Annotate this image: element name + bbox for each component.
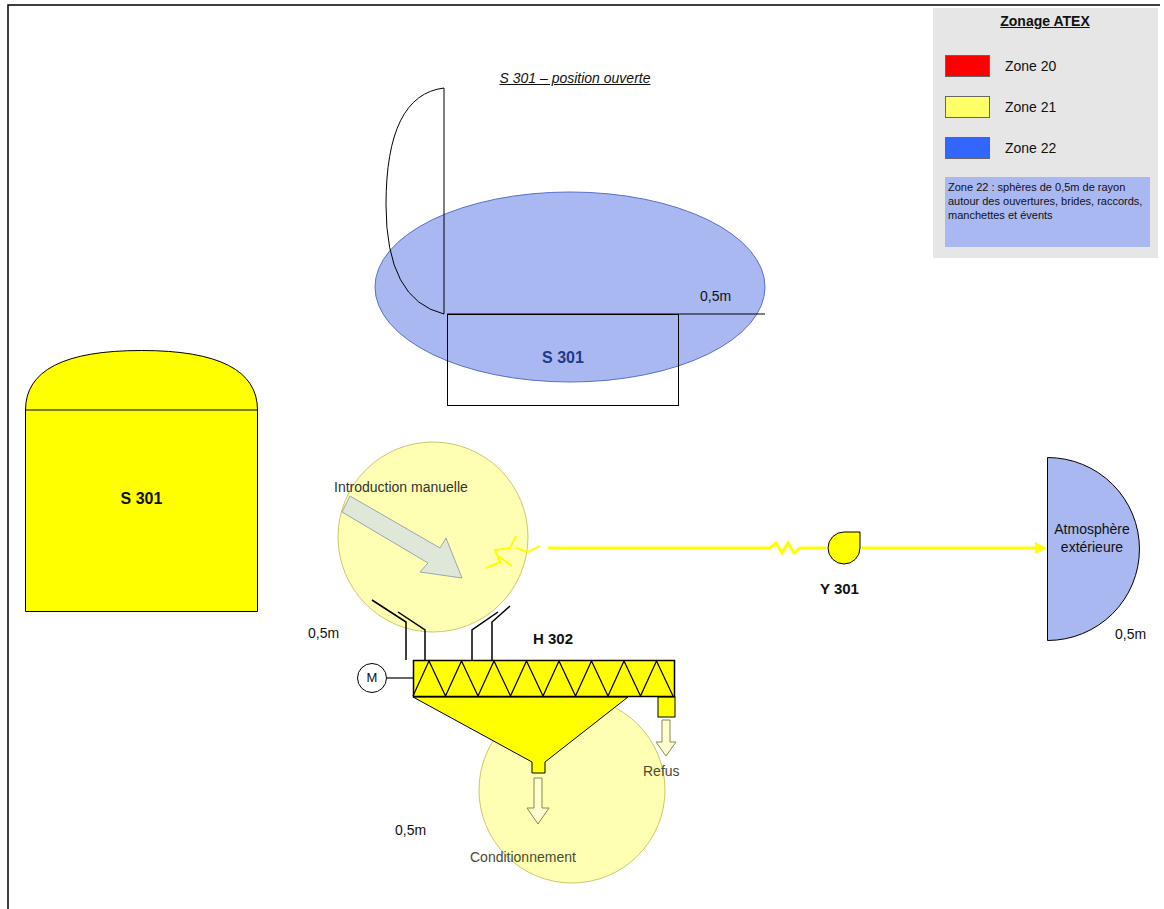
outlet-label: Conditionnement (470, 849, 576, 865)
exhaust-duct (862, 542, 1047, 554)
refus-outlet (658, 697, 675, 717)
introduction-arrow (342, 496, 462, 578)
screw-outline (413, 660, 675, 697)
node-label: H 302 (533, 630, 573, 647)
outlet-label: Refus (643, 763, 680, 779)
zone-22-sphere (375, 192, 765, 382)
refus-arrow (656, 720, 676, 756)
open-silo: S 301 (447, 314, 679, 406)
legend-label: Zone 21 (1005, 99, 1056, 115)
extraction-duct (548, 543, 826, 553)
silo-tank: S 301 (25, 350, 258, 612)
node-label: S 301 (25, 490, 258, 508)
outside-atmosphere: Atmosphère extérieure (1047, 457, 1140, 641)
node-label: Atmosphère extérieure (1049, 521, 1135, 556)
conditionnement-arrow (527, 778, 549, 824)
tank-outline (25, 350, 258, 612)
motor-symbol: M (357, 663, 387, 693)
dimension: 0,5m (700, 288, 731, 304)
connector-line (862, 547, 1035, 550)
capture-hood (486, 536, 540, 568)
legend-swatch (945, 137, 990, 159)
screw-conveyor: H 302 (413, 660, 675, 697)
motor-shaft (387, 678, 413, 679)
conveyor-trough (414, 661, 675, 697)
open-lid (386, 88, 444, 314)
legend-label: Zone 22 (1005, 140, 1056, 156)
screw-flights (413, 661, 673, 696)
outlet-hopper (413, 697, 628, 773)
legend-note: Zone 22 : sphères de 0,5m de rayon autou… (948, 181, 1146, 222)
zone-21-sphere (338, 442, 528, 632)
fan-outline (826, 530, 862, 566)
process-note: Introduction manuelle (334, 479, 468, 495)
hopper-funnel (372, 600, 510, 660)
node-label: Y 301 (820, 580, 859, 597)
zone-22-half-sphere (1048, 458, 1140, 641)
legend-swatch (945, 96, 990, 118)
dimension: 0,5m (395, 822, 426, 838)
dimension: 0,5m (308, 625, 339, 641)
frame (8, 5, 1160, 909)
legend-title: Zonage ATEX (1000, 13, 1089, 29)
view-caption: S 301 – position ouverte (500, 70, 651, 86)
fan-symbol: Y 301 (826, 530, 862, 566)
tank-body (26, 351, 258, 612)
legend-label: Zone 20 (1005, 58, 1056, 74)
connector-line (387, 677, 413, 678)
legend-swatch (945, 55, 990, 77)
tank-seam (26, 410, 258, 411)
arrowhead (1035, 542, 1047, 554)
fan-casing (828, 532, 860, 564)
node-label: S 301 (448, 349, 678, 367)
dimension: 0,5m (1115, 626, 1146, 642)
node-label: M (358, 670, 386, 685)
legend-panel (933, 8, 1158, 258)
legend-note-ground (945, 177, 1150, 247)
